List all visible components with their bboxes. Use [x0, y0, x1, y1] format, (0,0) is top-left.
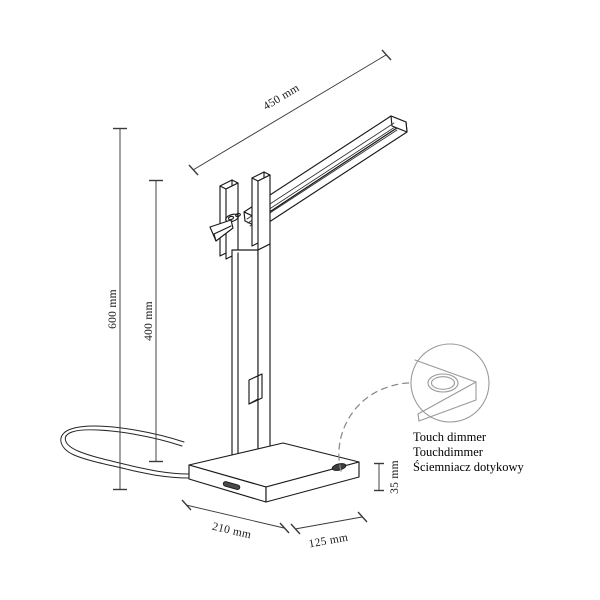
callout-line-pl: Ściemniacz dotykowy	[413, 460, 524, 474]
dimension-label-600: 600 mm	[107, 289, 119, 329]
callout-line-de: Touchdimmer	[413, 445, 483, 459]
detail-dimmer-icon	[427, 373, 459, 393]
touch-dimmer-icon[interactable]	[331, 462, 347, 471]
dimension-label-125: 125 mm	[308, 532, 349, 551]
detail-base-corner	[414, 359, 477, 422]
lamp-arm	[243, 115, 408, 229]
dimension-label-35: 35 mm	[389, 460, 401, 494]
dimension-post-height: 400 mm	[143, 179, 163, 463]
power-cable-icon	[60, 425, 190, 479]
dimension-label-210: 210 mm	[211, 521, 253, 542]
detail-circle	[410, 343, 490, 423]
touch-dimmer-label-block: Touch dimmer Touchdimmer Ściemniacz doty…	[413, 430, 524, 475]
dimension-label-450: 450 mm	[261, 82, 301, 113]
dimension-base-width: 210 mm	[181, 499, 290, 542]
dimension-base-depth: 125 mm	[290, 511, 368, 551]
dimension-label-400: 400 mm	[143, 301, 155, 341]
lamp-illustration	[60, 115, 408, 503]
usb-port-icon[interactable]	[222, 481, 241, 491]
arm-joint	[209, 212, 241, 242]
touch-dimmer-detail-callout	[338, 343, 490, 472]
dimension-base-height: 35 mm	[374, 460, 401, 494]
callout-line-en: Touch dimmer	[413, 430, 487, 444]
lamp-base	[188, 442, 360, 503]
dimension-total-height: 600 mm	[107, 127, 127, 491]
